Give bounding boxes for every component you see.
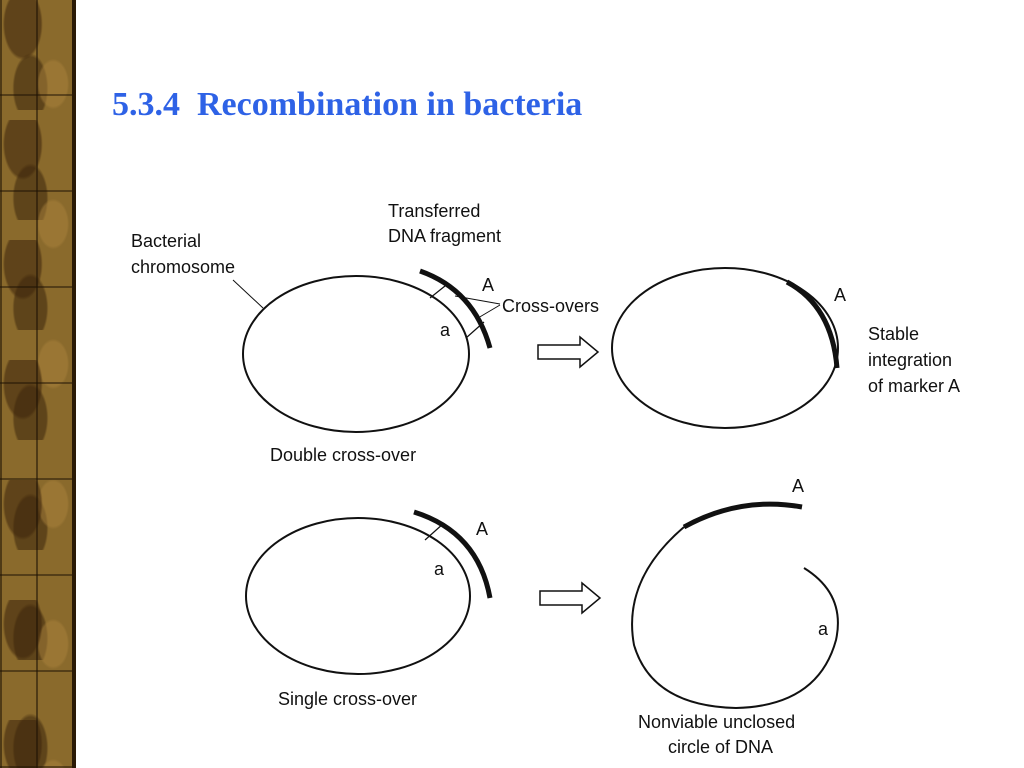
crossover-line-2 — [465, 321, 485, 339]
integrated-chromosome-circle — [611, 267, 839, 429]
transferred-dna-fragment — [419, 268, 493, 349]
label-bacterial-line1: Bacterial — [131, 231, 201, 251]
unclosed-dna-marker-segment — [682, 501, 803, 530]
integrated-marker-segment — [785, 279, 840, 369]
transferred-dna-fragment-single — [413, 509, 493, 599]
crossover-line-1 — [429, 285, 446, 299]
sidebar-edge — [72, 0, 76, 768]
label-marker-A-single: A — [476, 519, 488, 539]
chromosome-pointer — [232, 279, 264, 309]
caption-single-crossover: Single cross-over — [278, 689, 417, 709]
decorative-sidebar — [0, 0, 76, 768]
label-marker-a-unclosed: a — [818, 619, 829, 639]
label-transferred-line2: DNA fragment — [388, 226, 501, 246]
label-marker-A-result: A — [834, 285, 846, 305]
slide-title: 5.3.4 Recombination in bacteria — [112, 86, 583, 123]
label-stable-line2: integration — [868, 350, 952, 370]
crossovers-pointer-1 — [454, 295, 501, 305]
label-marker-A-top: A — [482, 275, 494, 295]
arrow-right-icon — [539, 581, 602, 615]
arrow-right-icon — [537, 335, 600, 369]
bacterial-chromosome-circle — [242, 275, 470, 433]
label-transferred-line1: Transferred — [388, 201, 480, 221]
crossover-line-single — [424, 522, 445, 541]
label-nonviable-line2: circle of DNA — [668, 737, 773, 757]
label-marker-a-top: a — [440, 320, 451, 340]
label-cross-overs: Cross-overs — [502, 296, 599, 316]
crossovers-pointer-2 — [477, 304, 501, 319]
bacterial-chromosome-circle-single — [245, 517, 471, 675]
label-stable-line3: of marker A — [868, 376, 960, 396]
unclosed-dna-thin-segment — [631, 526, 839, 710]
label-marker-a-single: a — [434, 559, 445, 579]
label-stable-line1: Stable — [868, 324, 919, 344]
caption-double-crossover: Double cross-over — [270, 445, 416, 465]
label-nonviable-line1: Nonviable unclosed — [638, 712, 795, 732]
label-bacterial-line2: chromosome — [131, 257, 235, 277]
label-marker-A-unclosed: A — [792, 476, 804, 496]
